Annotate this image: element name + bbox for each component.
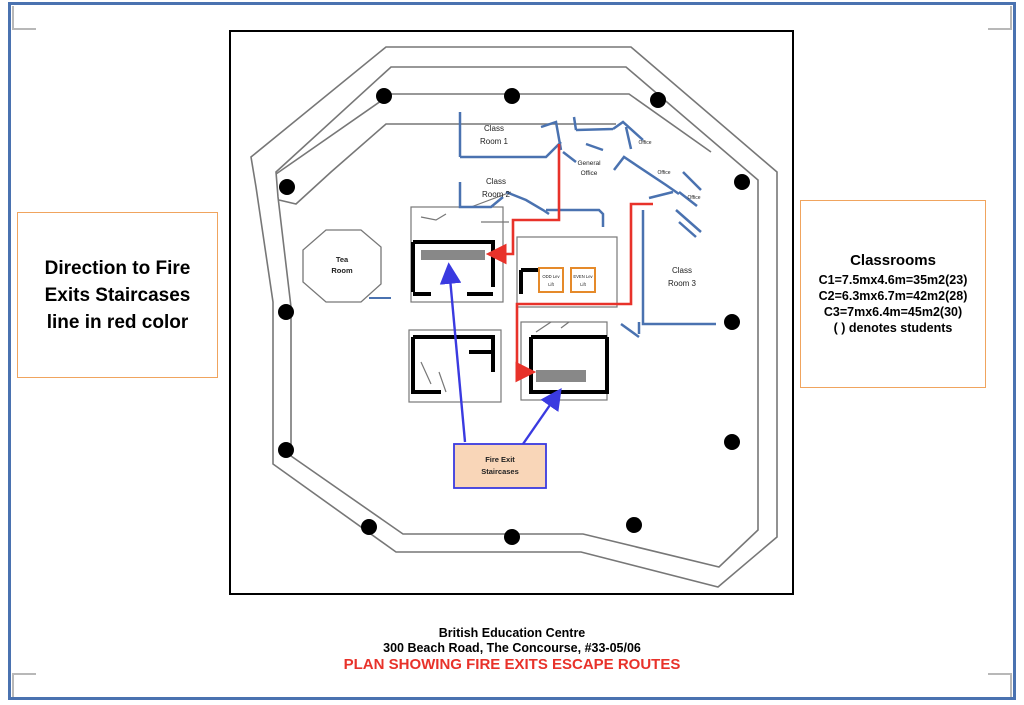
office-label: Office — [639, 140, 652, 146]
tea-room-label: Tea — [336, 255, 349, 264]
class-room-3-label: Room 3 — [668, 279, 697, 288]
class-room-1-label: Class — [484, 124, 504, 133]
office-label: Office — [688, 195, 701, 201]
general-office-label: Office — [581, 170, 598, 177]
partition-walls — [458, 112, 716, 339]
lift-odd-label: Lift — [548, 282, 554, 287]
escape-routes — [485, 144, 653, 383]
note-line: Direction to Fire — [44, 257, 191, 279]
floor-plan-drawing: ODD Lev Lift EVEN Lev Lift — [250, 46, 778, 588]
tea-room-label: Room — [331, 266, 353, 275]
general-office-label: General — [577, 160, 601, 167]
classroom-c1: C1=7.5mx4.6m=35m2(23) — [818, 273, 968, 287]
class-room-1-label: Room 1 — [480, 137, 509, 146]
classrooms-legend: Classrooms C1=7.5mx4.6m=35m2(23) C2=6.3m… — [800, 200, 986, 388]
floor-plan: ODD Lev Lift EVEN Lev Lift — [229, 30, 794, 595]
corner-mark — [12, 673, 36, 697]
fire-exit-callout: Fire Exit Staircases — [453, 443, 547, 489]
office-label: Office — [658, 170, 671, 176]
staircase-blocks — [411, 240, 609, 394]
note-line: line in red color — [46, 311, 189, 333]
stair-interior — [421, 250, 586, 382]
classroom-c3: C3=7mx6.4m=45m2(30) — [823, 305, 963, 319]
lift-odd-label: ODD Lev — [542, 274, 560, 279]
plan-title: PLAN SHOWING FIRE EXITS ESCAPE ROUTES — [343, 656, 681, 673]
lift-even-label: EVEN Lev — [573, 274, 593, 279]
page-frame — [8, 2, 1016, 700]
fire-exit-label: Fire Exit — [485, 455, 515, 464]
core-walls — [408, 191, 618, 403]
class-room-3-label: Class — [672, 266, 692, 275]
students-note: ( ) denotes students — [833, 321, 953, 335]
classrooms-title: Classrooms — [850, 252, 936, 269]
classroom-c2: C2=6.3mx6.7m=42m2(28) — [818, 289, 968, 303]
building-outline — [250, 46, 778, 588]
lift-even-label: Lift — [580, 282, 586, 287]
corner-mark — [988, 6, 1012, 30]
lifts: ODD Lev Lift EVEN Lev Lift — [538, 267, 596, 293]
fire-exit-label: Staircases — [481, 467, 519, 476]
corner-mark — [12, 6, 36, 30]
note-line: Exits Staircases — [44, 284, 191, 306]
centre-address: 300 Beach Road, The Concourse, #33-05/06 — [383, 641, 641, 655]
room-labels: Class Room 1 Class Room 2 Class Room 3 G… — [331, 124, 700, 288]
fire-direction-note: Direction to Fire Exits Staircases line … — [17, 212, 218, 378]
structural-columns — [278, 88, 750, 545]
corner-mark — [988, 673, 1012, 697]
centre-name: British Education Centre — [438, 626, 586, 640]
class-room-2-label: Room 2 — [482, 190, 511, 199]
staircase-pointers — [439, 262, 562, 445]
class-room-2-label: Class — [486, 177, 506, 186]
tea-room — [302, 229, 391, 303]
